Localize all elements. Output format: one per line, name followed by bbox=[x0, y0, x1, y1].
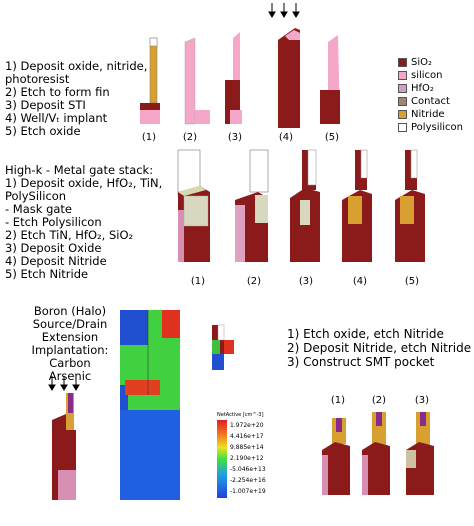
row2-label-5: (5) bbox=[404, 276, 420, 287]
legend-label: Nitride bbox=[411, 109, 445, 120]
process2-steps: High-k - Metal gate stack: 1) Deposit ox… bbox=[5, 164, 162, 281]
row2-label-1: (1) bbox=[190, 276, 206, 287]
colorbar-tick: 9.885e+14 bbox=[230, 444, 264, 451]
process2-step: 2) Etch TiN, HfO₂, SiO₂ bbox=[5, 228, 134, 242]
row1-panel-1 bbox=[140, 37, 160, 124]
process4-steps: 1) Etch oxide, etch Nitride 2) Deposit N… bbox=[287, 327, 471, 369]
process3-step: Source/Drain bbox=[32, 317, 108, 331]
simulation-plot bbox=[120, 310, 180, 500]
row1-label-1: (1) bbox=[141, 132, 157, 143]
legend-label: HfO₂ bbox=[411, 83, 434, 94]
row1-panel-3 bbox=[225, 32, 242, 124]
legend-label: Contact bbox=[411, 96, 450, 107]
row3-label-1: (1) bbox=[330, 395, 346, 406]
process3-step: Arsenic bbox=[48, 369, 92, 383]
row2-panel-3 bbox=[290, 149, 320, 262]
row2-label-2: (2) bbox=[246, 276, 262, 287]
process1-step: 2) Etch to form fin bbox=[5, 85, 110, 99]
process1-step: photoresist bbox=[5, 72, 70, 86]
process1-step: 3) Deposit STI bbox=[5, 98, 86, 112]
row3-left-structure bbox=[52, 393, 76, 500]
process3-step: Carbon bbox=[49, 356, 91, 370]
legend-item-polysilicon: Polysilicon bbox=[398, 122, 463, 133]
process2-step: 5) Etch Nitride bbox=[5, 267, 89, 281]
process2-step: PolySilicon bbox=[5, 189, 67, 203]
process3-steps: Boron (Halo) Source/Drain Extension Impl… bbox=[20, 305, 120, 383]
process2-step: 3) Deposit Oxide bbox=[5, 241, 102, 255]
legend-swatch bbox=[398, 123, 407, 132]
process3-step: Boron (Halo) bbox=[33, 304, 107, 318]
row1-panel-5 bbox=[320, 35, 340, 124]
row1-panel-4 bbox=[278, 28, 300, 128]
legend-label: Polysilicon bbox=[411, 122, 463, 133]
legend-item-sio2: SiO₂ bbox=[398, 57, 432, 68]
colorbar-tick: -2.254e+16 bbox=[230, 477, 266, 484]
row1-label-4: (4) bbox=[278, 132, 294, 143]
process2-step: - Etch Polysilicon bbox=[5, 215, 102, 229]
colorbar-gradient bbox=[217, 420, 227, 498]
process2-step: High-k - Metal gate stack: bbox=[5, 163, 154, 177]
colorbar-tick: 1.972e+20 bbox=[230, 422, 264, 429]
process2-step: - Mask gate bbox=[5, 202, 73, 216]
row2-label-3: (3) bbox=[298, 276, 314, 287]
implant-arrows-top bbox=[268, 3, 300, 18]
row3-panel-2 bbox=[362, 412, 390, 495]
colorbar-title: NetActive [cm^-3] bbox=[217, 412, 264, 418]
process4-step: 3) Construct SMT pocket bbox=[287, 355, 435, 369]
row3-label-2: (2) bbox=[371, 395, 387, 406]
process3-step: Extension bbox=[41, 330, 99, 344]
legend-swatch bbox=[398, 71, 407, 80]
row2-panel-4 bbox=[342, 149, 372, 262]
row3-panel-3 bbox=[406, 412, 434, 495]
legend-swatch bbox=[398, 97, 407, 106]
colorbar-tick: 2.190e+12 bbox=[230, 455, 264, 462]
row3-panel-1 bbox=[322, 418, 350, 495]
legend-swatch bbox=[398, 84, 407, 93]
row2-label-4: (4) bbox=[352, 276, 368, 287]
row3-label-3: (3) bbox=[414, 395, 430, 406]
row2-panel-5 bbox=[395, 149, 425, 262]
row1-label-3: (3) bbox=[227, 132, 243, 143]
row1-label-5: (5) bbox=[324, 132, 340, 143]
legend-item-silicon: silicon bbox=[398, 70, 443, 81]
process1-step: 5) Etch oxide bbox=[5, 124, 81, 138]
legend-label: SiO₂ bbox=[411, 57, 433, 68]
process3-step: Implantation: bbox=[31, 343, 109, 357]
legend-item-nitride: Nitride bbox=[398, 109, 445, 120]
process2-step: 4) Deposit Nitride bbox=[5, 254, 107, 268]
process2-step: 1) Deposit oxide, HfO₂, TiN, bbox=[5, 176, 163, 190]
process1-step: 1) Deposit oxide, nitride, bbox=[5, 59, 148, 73]
process1-steps: 1) Deposit oxide, nitride, photoresist 2… bbox=[5, 60, 147, 138]
colorbar-tick: 4.416e+17 bbox=[230, 433, 264, 440]
row1-label-2: (2) bbox=[182, 132, 198, 143]
legend-label: silicon bbox=[411, 70, 443, 81]
process1-step: 4) Well/Vₜ implant bbox=[5, 111, 108, 125]
process4-step: 1) Etch oxide, etch Nitride bbox=[287, 327, 444, 341]
colorbar-tick: -5.046e+13 bbox=[230, 466, 266, 473]
process4-step: 2) Deposit Nitride, etch Nitride bbox=[287, 341, 472, 355]
legend-swatch bbox=[398, 58, 407, 67]
colorbar-tick: -1.007e+19 bbox=[230, 488, 266, 495]
row2-panel-2 bbox=[235, 149, 269, 262]
legend-item-contact: Contact bbox=[398, 96, 450, 107]
colorbar-ticks: 1.972e+20 4.416e+17 9.885e+14 2.190e+12 … bbox=[230, 420, 266, 497]
row2-panel-1 bbox=[177, 149, 210, 262]
legend-item-hfo2: HfO₂ bbox=[398, 83, 434, 94]
simulation-inset bbox=[212, 324, 234, 370]
legend-swatch bbox=[398, 110, 407, 119]
row1-panel-2 bbox=[184, 37, 210, 125]
